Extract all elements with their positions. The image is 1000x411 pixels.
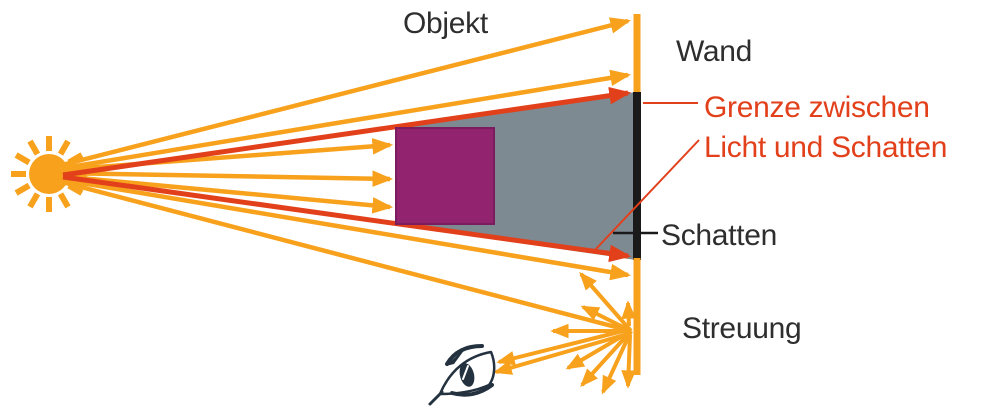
scattered-ray xyxy=(621,300,637,327)
scattered-ray xyxy=(580,305,632,333)
light-ray xyxy=(57,178,632,334)
grenze-label: Grenze zwischen Licht und Schatten xyxy=(704,88,947,168)
scattered-ray-to-eye xyxy=(493,331,632,375)
scattered-ray xyxy=(579,271,633,333)
light-ray xyxy=(57,170,394,187)
eye-icon xyxy=(428,344,496,406)
scattered-ray xyxy=(621,334,636,389)
streuung-label: Streuung xyxy=(682,312,802,345)
boundary-ray-bottom xyxy=(62,174,632,263)
grenze-label-line2: Licht und Schatten xyxy=(704,131,948,164)
light-ray xyxy=(57,69,632,172)
light-shadow-boundary-rays xyxy=(62,86,632,263)
grenze-leader-diagonal xyxy=(593,139,700,252)
schatten-label: Schatten xyxy=(661,219,778,252)
scattered-ray-to-eye xyxy=(496,327,632,366)
grenze-label-line1: Grenze zwischen xyxy=(704,91,930,124)
light-ray xyxy=(57,17,632,169)
leader-lines xyxy=(593,102,700,252)
wand-label: Wand xyxy=(676,35,753,68)
objekt-label: Objekt xyxy=(403,7,488,40)
scattered-ray xyxy=(580,329,633,388)
scattered-rays xyxy=(493,271,637,395)
light-ray xyxy=(57,173,394,214)
scattered-ray xyxy=(565,329,633,370)
scattered-ray xyxy=(601,330,633,395)
light-ray xyxy=(57,176,632,281)
object-square xyxy=(395,127,495,225)
boundary-ray-top xyxy=(62,86,632,178)
